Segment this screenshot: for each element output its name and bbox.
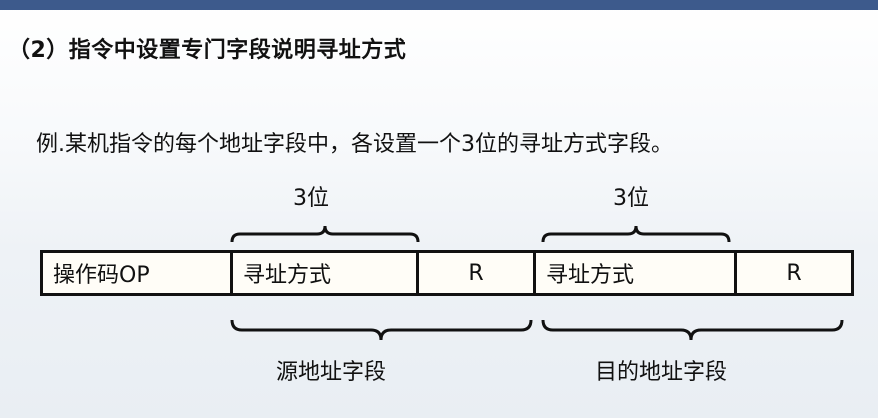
bit-width-label-destination: 3位 — [613, 186, 649, 211]
field-opcode: 操作码OP — [43, 253, 233, 293]
bottom-brace-destination-field — [541, 319, 844, 341]
instruction-format: 操作码OP 寻址方式 R 寻址方式 R — [40, 250, 854, 296]
field-destination-register: R — [786, 260, 802, 286]
section-heading: （2）指令中设置专门字段说明寻址方式 — [8, 38, 407, 63]
field-source-mode: 寻址方式 — [233, 253, 419, 293]
source-address-field-label: 源地址字段 — [275, 360, 386, 385]
top-brace-destination-mode — [541, 225, 731, 243]
top-accent-bar — [0, 0, 878, 10]
bit-width-label-source: 3位 — [293, 186, 329, 211]
destination-address-field-label: 目的地址字段 — [594, 360, 727, 385]
field-destination-mode: 寻址方式 — [536, 253, 737, 293]
bottom-brace-source-field — [230, 319, 533, 341]
example-description: 例.某机指令的每个地址字段中，各设置一个3位的寻址方式字段。 — [36, 132, 673, 157]
top-brace-source-mode — [230, 225, 420, 243]
field-source-register: R — [419, 253, 536, 293]
